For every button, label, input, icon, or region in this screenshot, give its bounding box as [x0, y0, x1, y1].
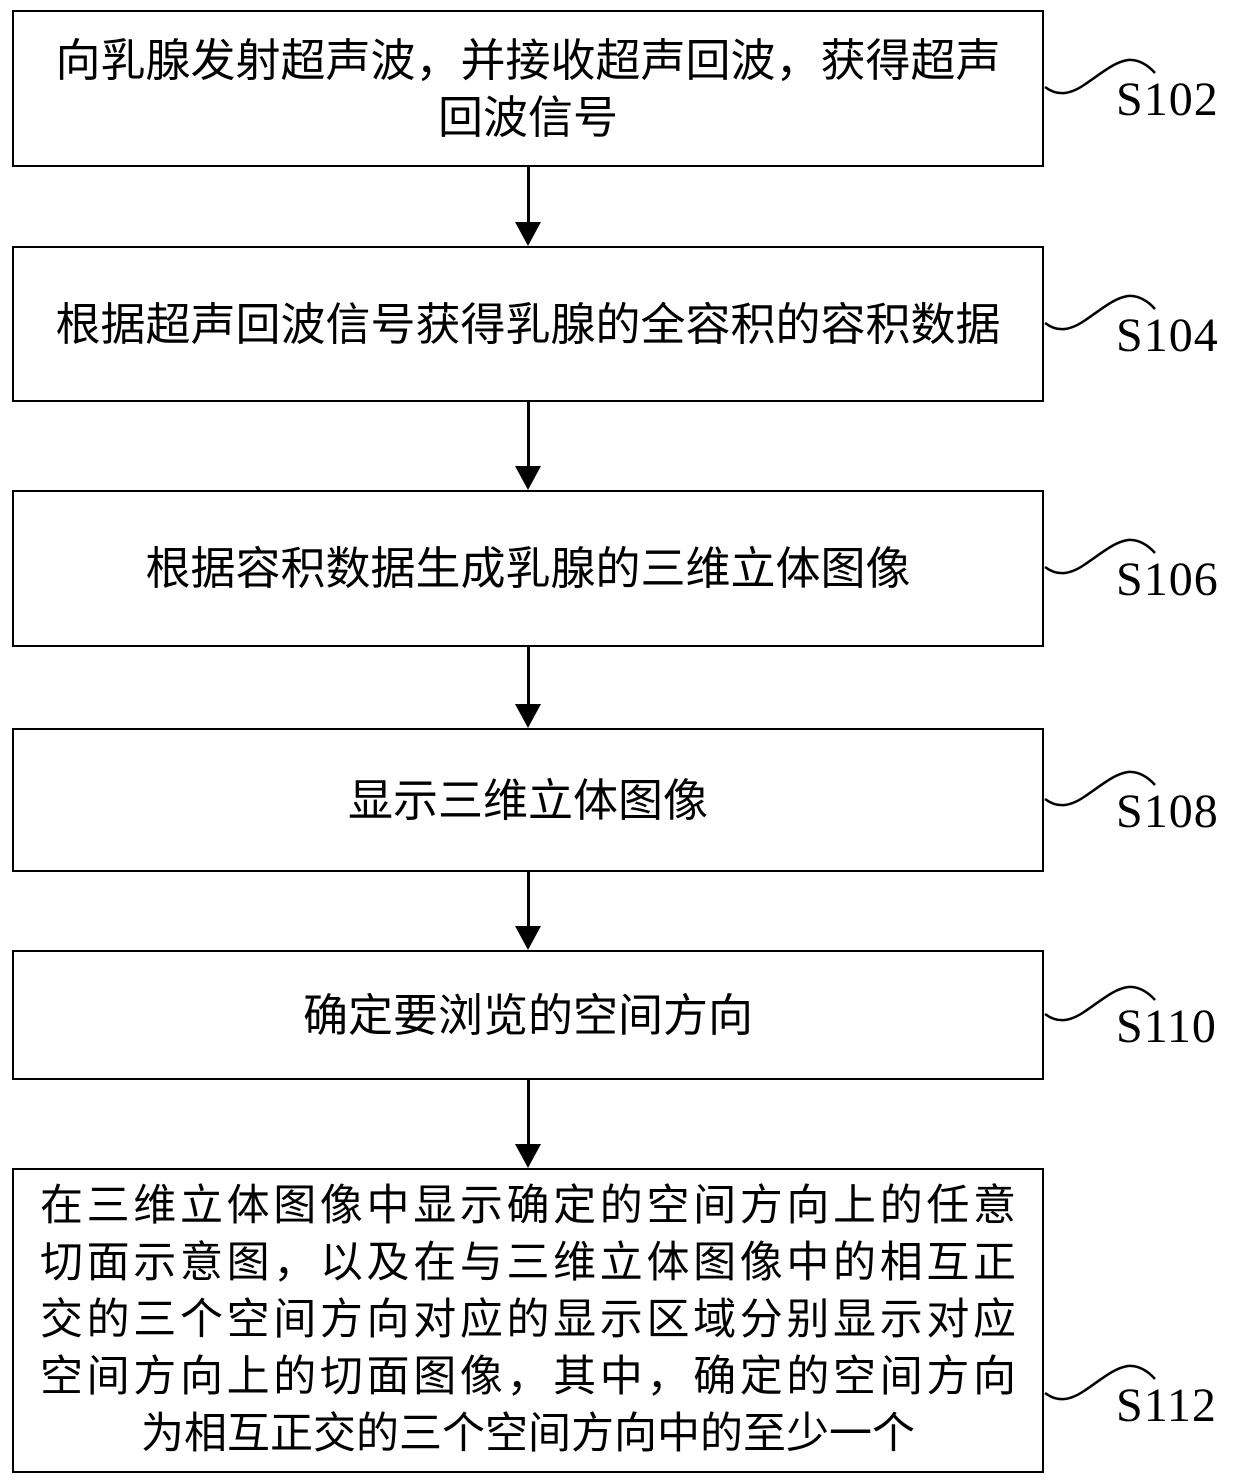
flow-arrow-down — [515, 402, 541, 490]
arrow-shaft — [526, 167, 530, 222]
arrow-head-icon — [515, 222, 541, 246]
step-label-s112: S112 — [1116, 1379, 1217, 1432]
step-text-line: 确定要浏览的空间方向 — [302, 988, 753, 1042]
squiggle-connector-icon — [1044, 766, 1158, 810]
flow-step-box-s106: 根据容积数据生成乳腺的三维立体图像 — [12, 490, 1044, 647]
step-label-s102: S102 — [1116, 73, 1219, 126]
flow-arrow-down — [515, 167, 541, 246]
step-label-s106: S106 — [1116, 553, 1219, 606]
step-text-line: 显示三维立体图像 — [347, 773, 708, 827]
arrow-head-icon — [515, 926, 541, 950]
squiggle-connector-icon — [1044, 534, 1158, 578]
step-text-line: 切面示意图，以及在与三维立体图像中的相互正 — [40, 1238, 1016, 1288]
flow-step-box-s108: 显示三维立体图像 — [12, 728, 1044, 872]
squiggle-connector-icon — [1044, 54, 1158, 98]
flow-step-box-s110: 确定要浏览的空间方向 — [12, 950, 1044, 1080]
flow-step-box-s104: 根据超声回波信号获得乳腺的全容积的容积数据 — [12, 246, 1044, 402]
step-text-line: 在三维立体图像中显示确定的空间方向上的任意 — [40, 1181, 1016, 1231]
arrow-head-icon — [515, 704, 541, 728]
arrow-shaft — [526, 647, 530, 704]
flow-arrow-down — [515, 647, 541, 728]
step-text-line: 回波信号 — [437, 90, 618, 144]
step-text-line: 根据容积数据生成乳腺的三维立体图像 — [145, 542, 911, 595]
flow-step-box-s102: 向乳腺发射超声波，并接收超声回波，获得超声 回波信号 — [12, 10, 1044, 167]
flow-arrow-down — [515, 872, 541, 950]
squiggle-connector-icon — [1044, 981, 1158, 1025]
squiggle-connector-icon — [1044, 1360, 1158, 1404]
arrow-head-icon — [515, 466, 541, 490]
arrow-shaft — [526, 402, 530, 466]
arrow-head-icon — [515, 1144, 541, 1168]
squiggle-connector-icon — [1044, 290, 1158, 334]
arrow-shaft — [526, 872, 530, 926]
arrow-shaft — [526, 1080, 530, 1144]
step-label-s108: S108 — [1116, 785, 1219, 838]
flow-step-box-s112: 在三维立体图像中显示确定的空间方向上的任意 切面示意图，以及在与三维立体图像中的… — [12, 1168, 1044, 1473]
step-text-line: 为相互正交的三个空间方向中的至少一个 — [141, 1409, 915, 1459]
step-label-s104: S104 — [1116, 309, 1219, 362]
step-text-line: 向乳腺发射超声波，并接收超声回波，获得超声 — [55, 33, 1001, 87]
step-text-line: 交的三个空间方向对应的显示区域分别显示对应 — [40, 1295, 1016, 1345]
step-label-s110: S110 — [1116, 1000, 1217, 1053]
flow-arrow-down — [515, 1080, 541, 1168]
step-text-line: 空间方向上的切面图像，其中，确定的空间方向 — [40, 1352, 1016, 1402]
step-text-line: 根据超声回波信号获得乳腺的全容积的容积数据 — [55, 297, 1001, 351]
